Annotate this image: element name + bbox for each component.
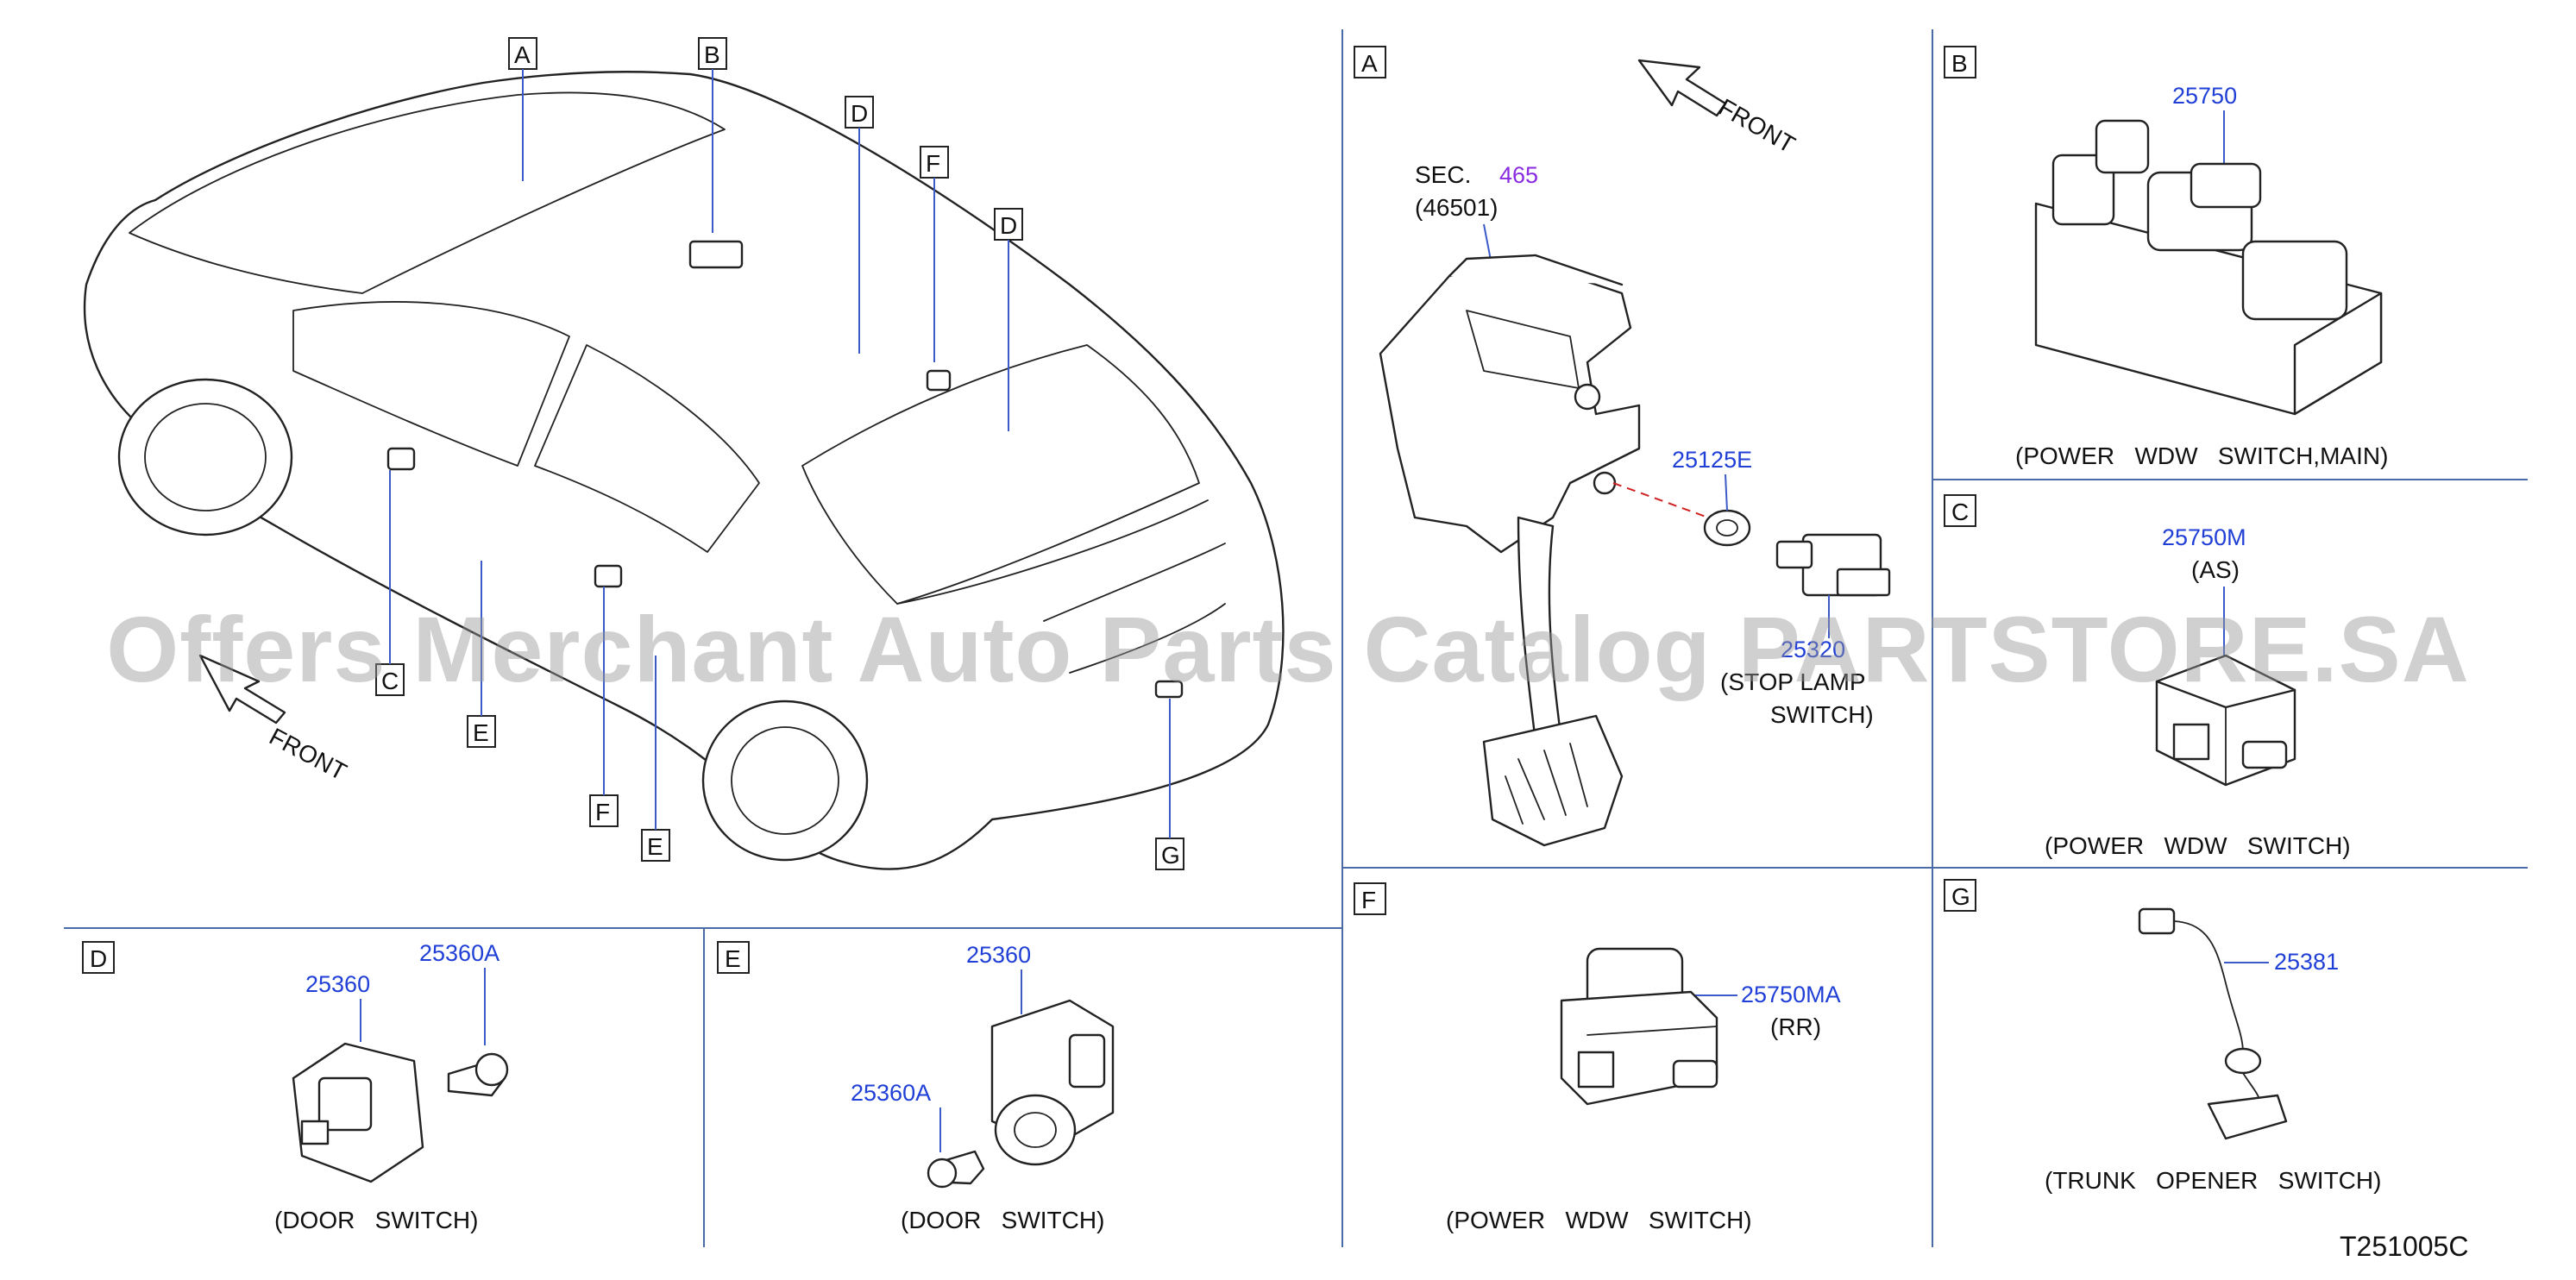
sec-number: 465 [1499,162,1538,188]
sec-ref: (46501) [1415,194,1498,221]
caption-a-line2: SWITCH) [1770,701,1874,728]
main-window-switch [2034,119,2383,416]
part-25381: 25381 [2274,949,2339,975]
svg-text:F: F [926,150,940,177]
trunk-opener-switch [2138,907,2288,1140]
panel-d-letter: D [90,945,107,972]
part-25360a-d: 25360A [419,940,499,966]
part-25750ma: 25750MA [1741,982,1841,1007]
panel-e: E 25360 25360A (DOOR SWITCH) [717,941,1115,1233]
callout-e1: E [467,561,496,748]
sec-label: SEC. [1415,161,1471,188]
part-25360-e: 25360 [966,942,1031,968]
car-overview [83,71,1285,870]
front-label-a: FRONT [1714,93,1800,158]
panel-c-letter: C [1951,499,1969,525]
callout-c: C [375,470,405,696]
panel-a: A FRONT SEC. 465 (46501) 25125E [1354,46,1891,847]
bushing-25125e [1703,509,1751,547]
svg-text:B: B [704,41,720,68]
callout-g: G [1155,699,1184,870]
brake-pedal-assembly [1379,254,1641,847]
drawing-id: T251005C [2340,1231,2468,1262]
part-25125e: 25125E [1672,447,1752,473]
door-switch-e [927,999,1115,1189]
overview-front-arrow: FRONT [198,654,351,786]
front-arrow-a [1637,59,1727,117]
caption-d: (DOOR SWITCH) [274,1207,478,1233]
panel-f: F 25750MA (RR) (POWER WDW SWITCH) [1354,882,1841,1233]
sub-f: (RR) [1770,1013,1821,1040]
svg-text:E: E [647,833,663,860]
part-25320: 25320 [1781,637,1845,662]
caption-e: (DOOR SWITCH) [901,1207,1104,1233]
panel-d: D 25360 25360A (DOOR SWITCH) [82,940,509,1233]
part-25360-d: 25360 [305,971,370,997]
overview-callouts: A B D F D E F E G C [375,37,1184,870]
panel-b-letter: B [1951,50,1968,77]
svg-text:F: F [595,799,610,825]
part-25750: 25750 [2172,83,2237,109]
svg-text:FRONT: FRONT [265,723,351,786]
callout-f2: F [589,587,619,827]
panel-b: B 25750 (POWER WDW SWITCH,MAIN) [1944,46,2388,469]
passenger-window-switch [2155,654,2296,787]
caption-b: (POWER WDW SWITCH,MAIN) [2015,442,2388,469]
part-25360a-e: 25360A [851,1080,931,1106]
part-25750m: 25750M [2162,524,2246,550]
svg-text:C: C [381,668,399,694]
rear-window-switch [1560,947,1718,1106]
callout-f1: F [920,146,949,362]
caption-f: (POWER WDW SWITCH) [1446,1207,1752,1233]
panel-a-letter: A [1361,50,1378,77]
svg-text:D: D [851,100,868,127]
callout-e2: E [641,656,670,862]
panel-g: G 25381 (TRUNK OPENER SWITCH) [1944,879,2381,1194]
panel-separators [64,29,2528,1247]
callout-d1: D [845,96,874,354]
svg-text:D: D [1000,212,1017,239]
panel-c: C 25750M (AS) (POWER WDW SWITCH) [1944,494,2351,859]
panel-f-letter: F [1361,887,1376,913]
callout-d2: D [994,208,1023,431]
caption-g: (TRUNK OPENER SWITCH) [2045,1167,2381,1194]
svg-text:E: E [473,719,489,746]
callout-b: B [698,37,727,233]
svg-text:A: A [514,41,531,68]
caption-a-line1: (STOP LAMP [1720,668,1866,695]
svg-text:G: G [1161,842,1180,869]
panel-g-letter: G [1951,883,1970,910]
sub-c: (AS) [2191,556,2240,583]
callout-a: A [508,37,537,181]
door-switch-d [292,1042,509,1183]
caption-c: (POWER WDW SWITCH) [2045,832,2351,859]
stop-lamp-switch [1775,533,1891,597]
panel-e-letter: E [725,945,741,972]
